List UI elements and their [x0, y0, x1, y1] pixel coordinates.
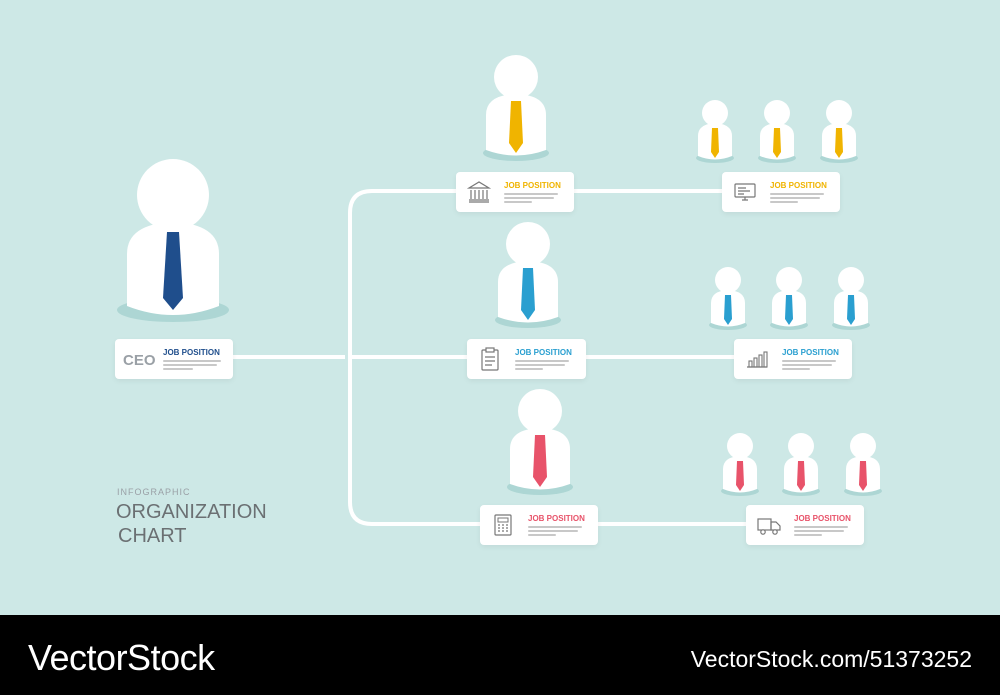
team-card-2: JOB POSITION — [734, 339, 852, 379]
text-line — [504, 201, 532, 203]
text-line — [163, 368, 193, 370]
staff-avatar — [769, 267, 809, 331]
text-line — [504, 193, 558, 195]
text-line — [515, 368, 543, 370]
job-position-title: JOB POSITION — [528, 514, 585, 523]
monitor-icon — [734, 183, 756, 201]
text-line — [782, 360, 836, 362]
team-card-3: JOB POSITION — [746, 505, 864, 545]
connector-lines — [233, 189, 746, 526]
manager-card-2: JOB POSITION — [467, 339, 586, 379]
text-line — [515, 360, 569, 362]
job-position-title: JOB POSITION — [504, 181, 561, 190]
clipboard-icon — [481, 347, 499, 371]
manager-card-1: JOB POSITION — [456, 172, 574, 212]
text-line — [782, 364, 832, 366]
text-line — [794, 530, 844, 532]
staff-avatar — [708, 267, 748, 331]
manager-card-3: JOB POSITION — [480, 505, 598, 545]
text-line — [515, 364, 565, 366]
team-card-1: JOB POSITION — [722, 172, 840, 212]
footer-brand: VectorStock — [28, 637, 215, 678]
text-line — [528, 526, 582, 528]
manager-avatar-2 — [492, 222, 564, 330]
text-line — [794, 526, 848, 528]
job-position-title: JOB POSITION — [782, 348, 839, 357]
staff-avatar — [843, 433, 883, 497]
job-position-title: JOB POSITION — [794, 514, 851, 523]
chart-kicker: INFOGRAPHIC — [117, 487, 191, 497]
text-line — [770, 193, 824, 195]
text-line — [770, 201, 798, 203]
ceo-label: CEO — [123, 352, 156, 369]
staff-avatar — [757, 100, 797, 164]
chart-title-line-1: ORGANIZATION — [116, 501, 267, 523]
chart-title: ORGANIZATION CHART — [116, 500, 267, 548]
text-line — [163, 364, 217, 366]
chart-title-line-2: CHART — [118, 525, 187, 547]
staff-avatar — [720, 433, 760, 497]
text-line — [782, 368, 810, 370]
staff-avatar — [831, 267, 871, 331]
staff-avatar — [819, 100, 859, 164]
manager-avatar-3 — [504, 389, 576, 497]
text-line — [770, 197, 820, 199]
footer-url: VectorStock.com/51373252 — [690, 646, 972, 672]
ceo-tie — [163, 232, 183, 310]
bank-icon — [466, 181, 492, 203]
text-line — [163, 360, 221, 362]
watermark-footer: VectorStock VectorStock.com/51373252 — [0, 615, 1000, 695]
text-line — [528, 534, 556, 536]
staff-avatar — [781, 433, 821, 497]
bar-chart-icon — [747, 351, 768, 368]
ceo-avatar — [110, 158, 236, 328]
truck-icon — [757, 518, 781, 535]
text-line — [504, 197, 554, 199]
text-line — [528, 530, 578, 532]
job-position-title: JOB POSITION — [515, 348, 572, 357]
staff-avatar — [695, 100, 735, 164]
text-line — [794, 534, 822, 536]
ceo-card: CEO JOB POSITION — [115, 339, 233, 379]
infographic-canvas: CEO JOB POSITION JOB POSITION — [0, 0, 1000, 615]
ceo-job-position: JOB POSITION — [163, 348, 220, 357]
calculator-icon — [494, 514, 512, 536]
manager-avatar-1 — [480, 55, 552, 163]
job-position-title: JOB POSITION — [770, 181, 827, 190]
